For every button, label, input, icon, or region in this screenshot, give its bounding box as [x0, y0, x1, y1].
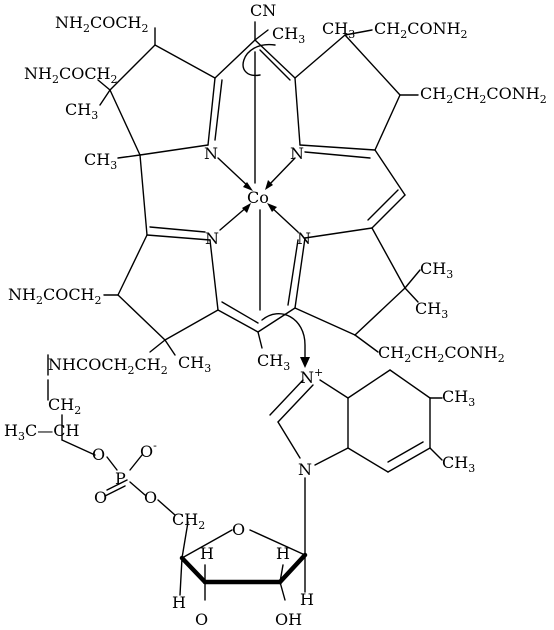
cobalt-label: Co — [247, 188, 269, 207]
group-methyl-a2: CH3 — [84, 150, 117, 172]
group-methyl-c1: CH3 — [420, 259, 453, 281]
group-methyl-d2: CH3 — [257, 351, 290, 373]
group-methyl-c2: CH3 — [415, 299, 448, 321]
phosphate-o1-label: O — [92, 445, 105, 464]
nitrogen-d-label: N — [205, 229, 219, 248]
group-propionamide-b: CH2CH2CONH2 — [420, 84, 547, 106]
ribose-h4-label: H — [300, 590, 314, 609]
group-propionamide-c: CH2CH2CONH2 — [378, 343, 505, 365]
ring-b — [214, 21, 419, 159]
ribose-o-label: O — [232, 520, 245, 539]
cobalt-coordination — [217, 43, 310, 368]
phosphate-ribose — [104, 454, 308, 601]
phosphorus-label: P — [115, 469, 126, 488]
phosphate-o3-label: O — [144, 488, 157, 507]
ribose-h3-label: H — [172, 593, 186, 612]
benzimidazole — [269, 369, 443, 556]
nitrogen-a-label: N — [204, 144, 218, 163]
group-methyl-benz2: CH3 — [442, 453, 475, 475]
amide-propyl-chain — [47, 354, 96, 456]
cyano-label: CN — [250, 1, 276, 20]
group-methyl-benz1: CH3 — [442, 387, 475, 409]
group-acetamide-left: NH2COCH2 — [24, 64, 118, 86]
group-ribose-ch2: CH2 — [172, 510, 205, 532]
group-methylene: CH2 — [48, 395, 81, 417]
ribose-o3-label: O — [195, 610, 208, 629]
phosphate-o2-label: O — [94, 488, 107, 507]
group-carbamoylmethyl: CH2CONH2 — [374, 19, 468, 41]
ribose-oh-label: OH — [275, 610, 302, 629]
group-methyl-b2: CH3 — [322, 19, 355, 41]
ribose-h2-label: H — [276, 544, 290, 563]
imidazole-n-label: N — [298, 460, 312, 479]
group-acetamide-top: NH2COCH2 — [55, 13, 149, 35]
ribose-h1-label: H — [200, 544, 214, 563]
imidazole-n-plus-label: N+ — [300, 366, 323, 387]
group-acetamide-bottom: NH2COCH2 — [8, 285, 102, 307]
phosphate-o-minus-label: O- — [140, 439, 157, 461]
group-methyl-d1: CH3 — [178, 353, 211, 375]
ring-c — [287, 149, 421, 353]
nitrogen-b-label: N — [290, 144, 304, 163]
group-amide-linker: NHCOCH2CH2 — [48, 355, 168, 377]
ring-a — [97, 27, 223, 159]
group-methyl-b1: CH3 — [272, 24, 305, 46]
ring-d — [103, 154, 296, 356]
group-methyl-ch: H3C—CH — [4, 421, 79, 443]
nitrogen-c-label: N — [297, 229, 311, 248]
group-methyl-a1: CH3 — [65, 100, 98, 122]
